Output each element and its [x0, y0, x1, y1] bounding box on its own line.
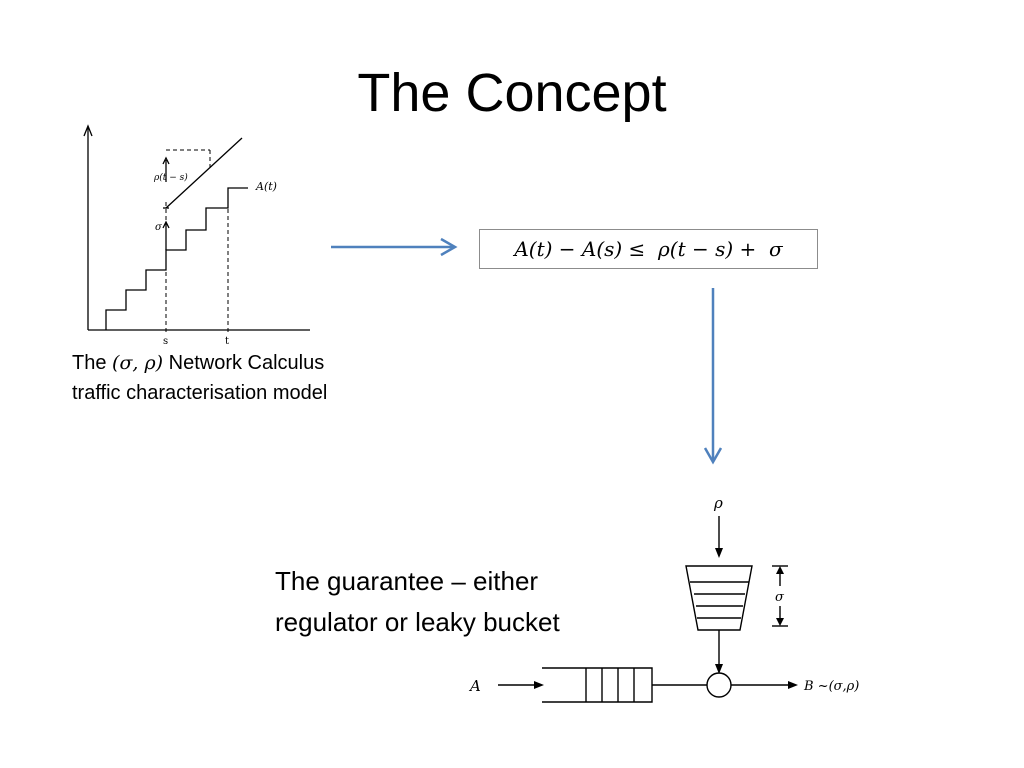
- sigma-label: σ: [155, 222, 163, 233]
- size-label: σ: [775, 590, 785, 605]
- caption-math: (σ, ρ): [112, 352, 164, 374]
- slide-title: The Concept: [357, 63, 667, 123]
- slope-label: ρ(t − s): [153, 172, 188, 183]
- down-arrow: [703, 288, 723, 465]
- output-label: B ~(σ,ρ): [803, 679, 859, 694]
- caption-line-2: traffic characterisation model: [72, 382, 328, 404]
- arrival-curve-figure: ρ(t − s) σ A(t) s t: [83, 124, 310, 347]
- curve-label: A(t): [255, 180, 277, 193]
- rate-label: ρ: [713, 494, 723, 512]
- tick-t-label: t: [225, 336, 229, 347]
- right-arrow: [331, 237, 458, 257]
- caption-line-1: The (σ, ρ) Network Calculus: [72, 352, 325, 374]
- server-circle: [706, 672, 732, 698]
- input-label: A: [468, 677, 481, 695]
- queue-buffer: [542, 667, 653, 703]
- guarantee-line-1: The guarantee – either: [275, 566, 539, 596]
- equation-box: A(t) − A(s) ≤ ρ(t − s) + σ: [479, 229, 818, 269]
- staircase-curve: [105, 187, 248, 330]
- guarantee-text: The guarantee – either regulator or leak…: [275, 561, 635, 643]
- y-axis-arrowhead: [83, 124, 93, 137]
- slope-line: [165, 137, 243, 209]
- token-bucket: [685, 565, 753, 631]
- tick-s-label: s: [163, 336, 168, 347]
- guarantee-line-2: regulator or leaky bucket: [275, 607, 560, 637]
- figure-caption: The (σ, ρ) Network Calculus traffic char…: [72, 348, 402, 408]
- leaky-bucket-figure: ρ σ A B ~(σ,ρ): [468, 494, 859, 703]
